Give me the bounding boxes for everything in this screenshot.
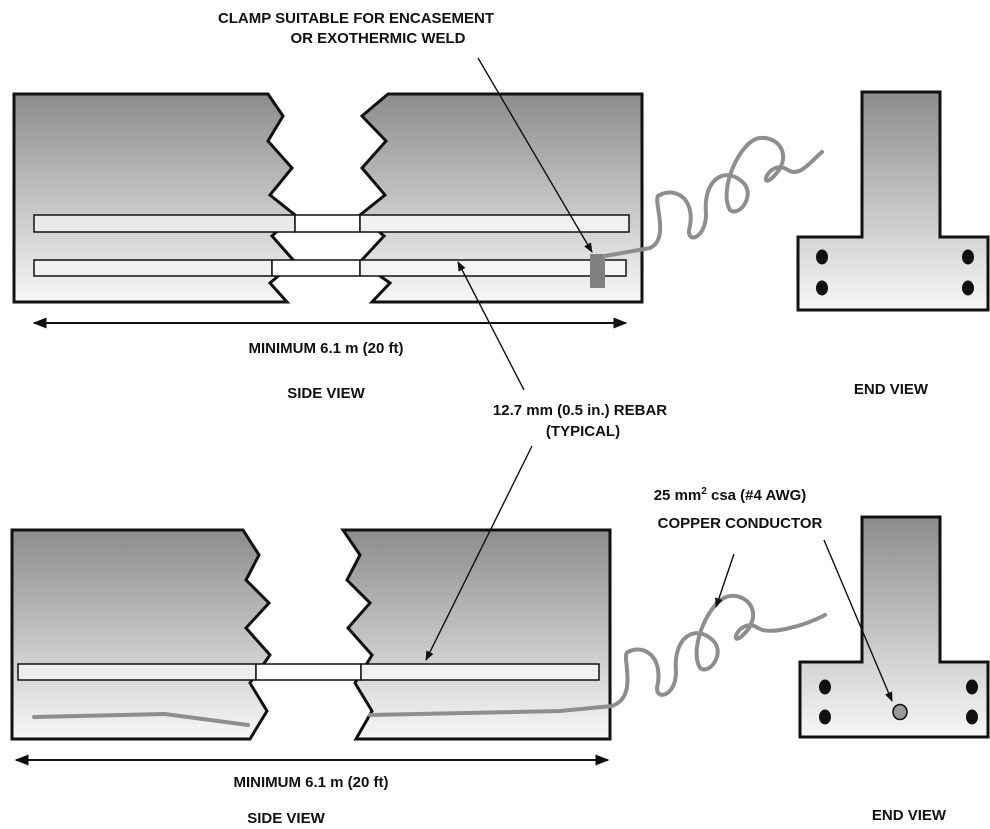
bottom-rebar-gap xyxy=(255,663,362,681)
bottom-rebar-right xyxy=(360,663,600,681)
bottom-footing-right-section xyxy=(340,528,612,741)
top-upper-rebar-right xyxy=(359,214,630,233)
top-side-view-label: SIDE VIEW xyxy=(287,385,365,402)
bottom-end-view-label: END VIEW xyxy=(871,807,947,824)
bottom-encased-conductor-left xyxy=(32,711,250,727)
bottom-rebar-leader-arrow xyxy=(425,445,533,661)
bottom-end-view xyxy=(798,515,990,739)
top-end-rebar-dot-4 xyxy=(962,280,974,296)
top-end-view-label: END VIEW xyxy=(853,381,929,398)
conductor-label-line2: COPPER CONDUCTOR xyxy=(657,515,823,532)
top-minimum-length-label: MINIMUM 6.1 m (20 ft) xyxy=(248,340,404,357)
bottom-end-rebar-dot-1 xyxy=(819,679,831,695)
conductor-superscript: 2 xyxy=(701,486,707,497)
bottom-end-rebar-dot-3 xyxy=(966,679,978,695)
bottom-end-conductor-dot xyxy=(892,703,908,721)
bottom-footing-left-section xyxy=(10,528,272,741)
rebar-label-line1: 12.7 mm (0.5 in.) REBAR xyxy=(492,402,668,419)
conductor-label-line1: 25 mm2 csa (#4 AWG) xyxy=(653,486,807,505)
top-end-rebar-dot-2 xyxy=(816,280,828,296)
clamp xyxy=(590,254,605,288)
clamp-label-line1: CLAMP SUITABLE FOR ENCASEMENT xyxy=(217,10,495,27)
bottom-end-rebar-dot-2 xyxy=(819,709,831,725)
leader-arrows xyxy=(425,57,893,702)
clamp-leader-arrow xyxy=(477,57,593,253)
bottom-copper-conductor xyxy=(368,593,827,717)
bottom-end-rebar-dot-4 xyxy=(966,709,978,725)
top-copper-conductor xyxy=(603,135,824,258)
top-upper-rebar-left xyxy=(33,214,296,233)
bottom-minimum-length-label: MINIMUM 6.1 m (20 ft) xyxy=(233,774,389,791)
bottom-side-view-label: SIDE VIEW xyxy=(247,810,325,827)
top-lower-rebar-left xyxy=(33,259,273,277)
top-end-rebar-dot-3 xyxy=(962,249,974,265)
top-rebar-leader-arrow xyxy=(457,261,525,391)
rebar-label-line2: (TYPICAL) xyxy=(545,423,621,440)
top-upper-rebar-gap xyxy=(294,214,361,233)
top-end-view-section xyxy=(796,90,990,312)
top-lower-rebar-right xyxy=(359,259,627,277)
clamp-label-line2: OR EXOTHERMIC WELD xyxy=(290,30,466,47)
top-footing-right-section xyxy=(357,92,644,304)
top-end-view xyxy=(796,90,990,312)
top-lower-rebar-gap xyxy=(271,259,361,277)
top-side-view xyxy=(12,92,824,329)
conductor-leader-arrow xyxy=(715,553,735,608)
bottom-rebar-left xyxy=(17,663,257,681)
end-view-conductor-leader-arrow xyxy=(823,539,893,702)
bottom-side-view xyxy=(10,528,827,766)
top-end-rebar-dot-1 xyxy=(816,249,828,265)
bottom-end-view-section xyxy=(798,515,990,739)
